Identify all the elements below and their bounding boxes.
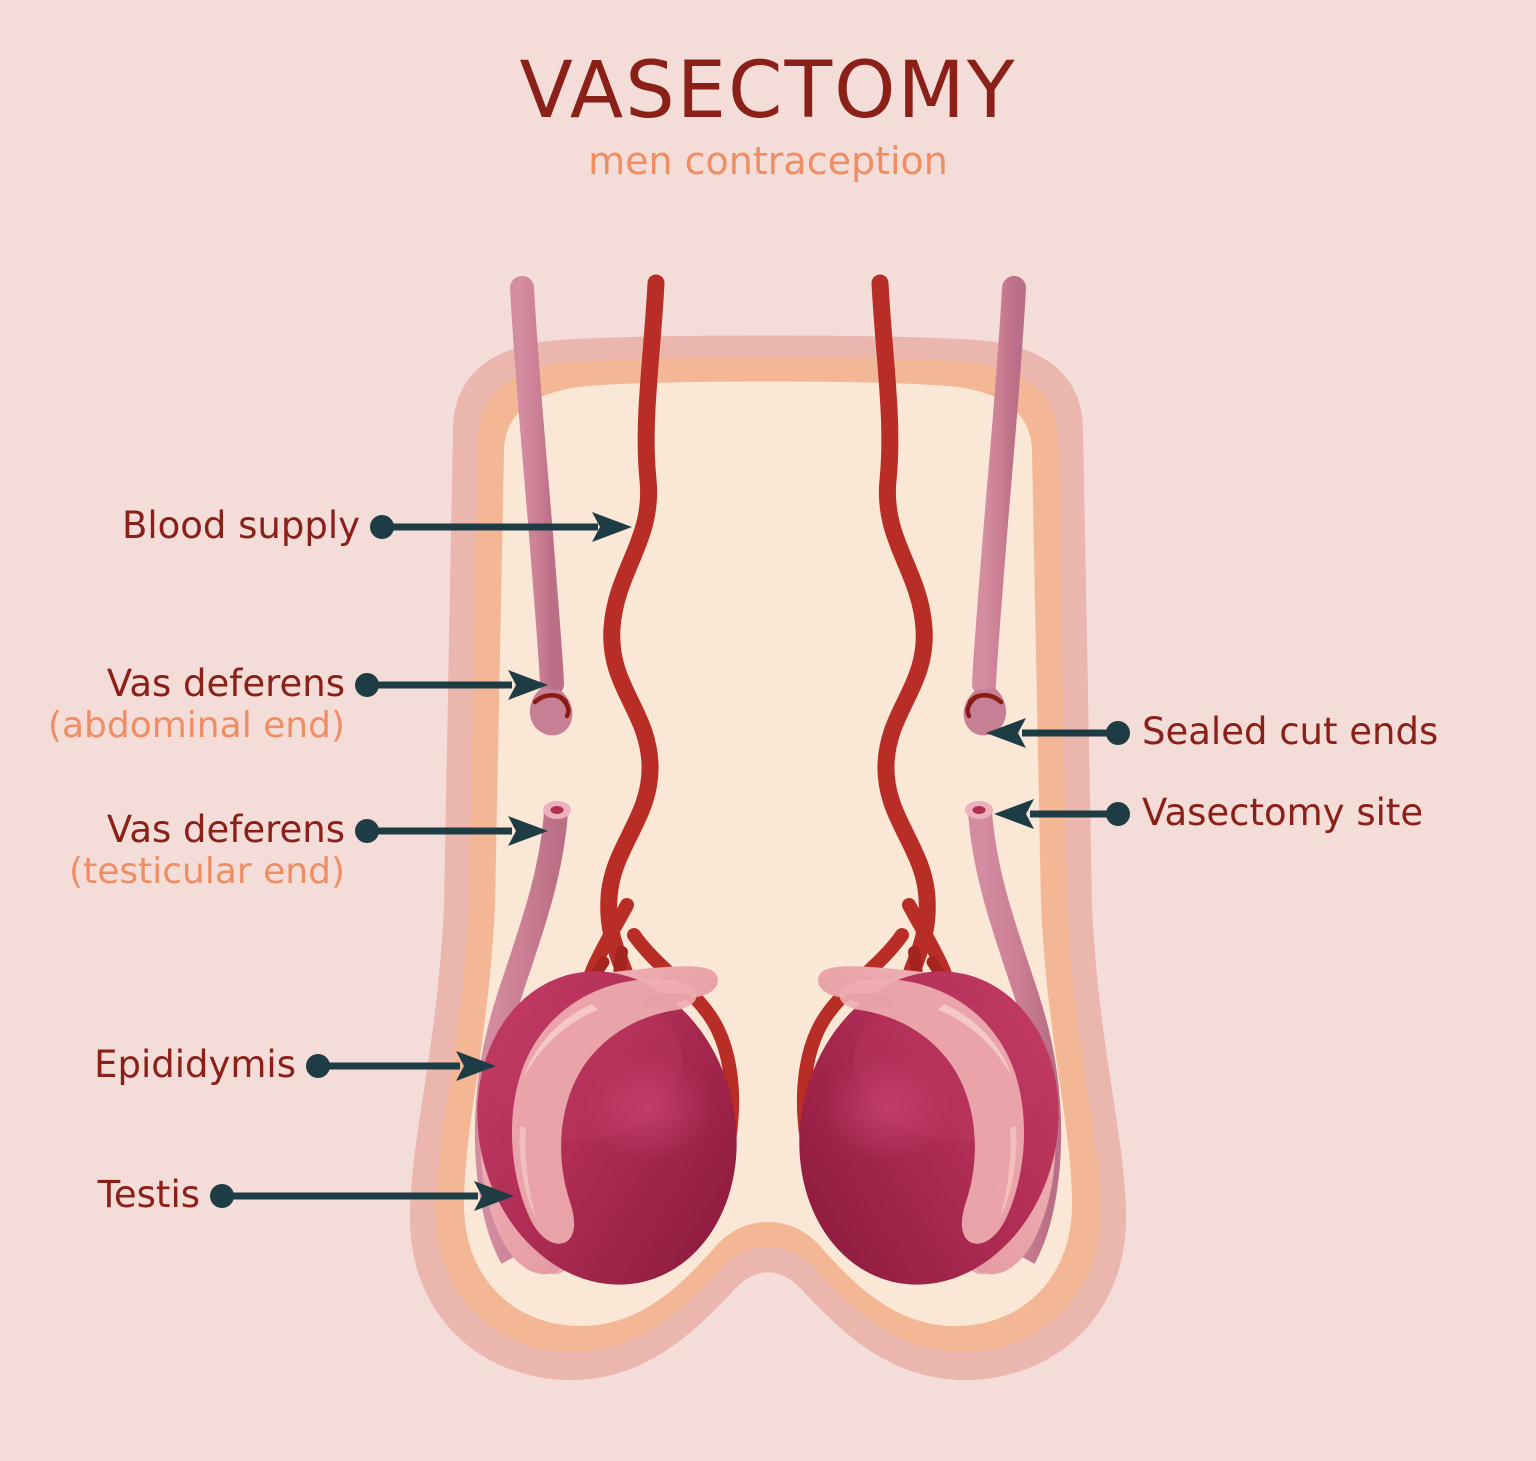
arrow-blood-supply [370, 512, 632, 542]
label-vasectomy-site: Vasectomy site [1142, 791, 1424, 834]
label-sealed-cut-ends: Sealed cut ends [1142, 710, 1439, 753]
label-vas-abdominal-sub: (abdominal end) [47, 705, 345, 747]
label-vasectomy-site-text: Vasectomy site [1142, 791, 1424, 834]
label-epididymis-text: Epididymis [94, 1043, 296, 1086]
label-vas-deferens-testicular: Vas deferens (testicular end) [20, 808, 345, 893]
sealed-end-right [963, 688, 1007, 736]
vas-deferens-left-abdominal [510, 276, 573, 736]
label-vas-testicular-sub: (testicular end) [69, 851, 345, 893]
label-epididymis: Epididymis [20, 1043, 296, 1086]
arrow-vas-abdominal [355, 670, 548, 700]
label-sealed-cut-ends-text: Sealed cut ends [1142, 710, 1439, 753]
sealed-end-left [529, 688, 573, 736]
epididymis-right-front [839, 978, 1025, 1244]
lumen-right [965, 801, 993, 819]
arrow-sealed-cut-ends [986, 718, 1130, 748]
label-testis-text: Testis [97, 1173, 200, 1216]
label-vas-deferens-abdominal: Vas deferens (abdominal end) [20, 662, 345, 747]
epididymis-left-front [511, 978, 697, 1244]
lumen-left [543, 801, 571, 819]
arrow-epididymis [306, 1051, 496, 1081]
label-testis: Testis [20, 1173, 200, 1216]
vas-deferens-right-abdominal [963, 276, 1026, 736]
label-vas-abdominal-main: Vas deferens [106, 662, 345, 705]
arrow-testis [210, 1181, 514, 1211]
arrow-vasectomy-site [994, 799, 1130, 829]
label-vas-testicular-main: Vas deferens [106, 808, 345, 851]
label-blood-supply-text: Blood supply [121, 504, 360, 547]
label-blood-supply: Blood supply [40, 504, 360, 547]
arrow-vas-testicular [355, 816, 548, 846]
